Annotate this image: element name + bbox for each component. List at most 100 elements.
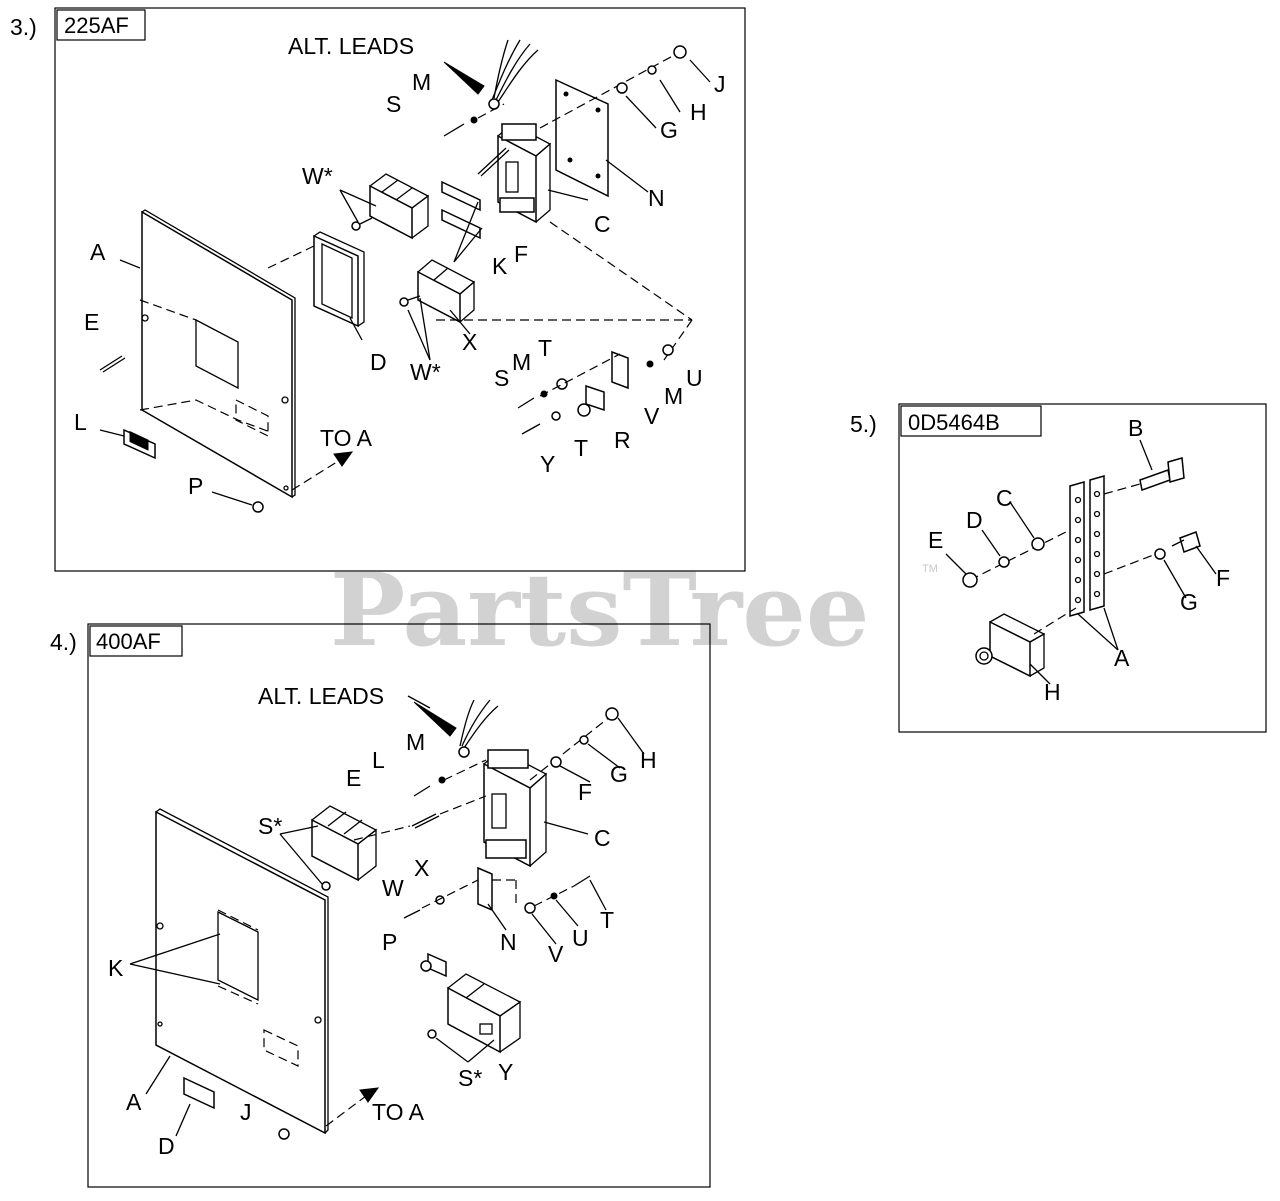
heat-sink-x	[399, 259, 476, 324]
label-a: A	[90, 239, 106, 265]
circuit-breaker-c	[497, 123, 552, 224]
panel-225af-frame	[54, 7, 746, 572]
screw-e	[99, 355, 123, 371]
label-c-400: C	[594, 825, 611, 851]
label-g-5: G	[1180, 589, 1198, 615]
label-t-400: T	[600, 907, 614, 933]
label-f-400: F	[578, 779, 592, 805]
label-m: M	[412, 69, 431, 95]
watermark: PartsTree	[330, 551, 870, 669]
lug-h	[975, 607, 1077, 678]
lower-hardware	[436, 221, 693, 435]
rating-plate	[123, 428, 156, 460]
label-g-400: G	[610, 761, 628, 787]
panel-225af-number: 3.)	[10, 14, 37, 40]
label-v: V	[644, 403, 660, 429]
label-t-bottom: T	[574, 435, 588, 461]
label-a-400: A	[126, 1089, 142, 1115]
panel-225af: 3.) 225AF	[10, 7, 746, 572]
screw-p	[211, 491, 264, 513]
hardware-tuv	[524, 875, 591, 914]
hardware-fgh	[529, 707, 619, 781]
label-d: D	[370, 349, 387, 375]
screws-elm	[353, 759, 487, 841]
label-y: Y	[540, 451, 555, 477]
label-h: H	[690, 99, 707, 125]
label-s-star-top: S*	[258, 813, 282, 839]
label-m-400: M	[406, 729, 425, 755]
circuit-breaker-c-400	[483, 749, 548, 868]
panel-225af-title: 225AF	[64, 13, 129, 38]
screw-s-top	[443, 103, 505, 137]
alt-leads-400	[413, 699, 499, 758]
panel-0d5464b-frame	[898, 403, 1267, 733]
label-r: R	[614, 427, 631, 453]
panel-0d5464b-title: 0D5464B	[908, 410, 1000, 435]
label-t-top: T	[538, 335, 552, 361]
heat-sink-y	[427, 973, 522, 1054]
bolt-b	[1103, 457, 1185, 495]
label-k: K	[492, 253, 508, 279]
label-h-5: H	[1044, 679, 1061, 705]
alt-leads	[443, 39, 539, 110]
label-m-right: M	[664, 383, 683, 409]
panel-0d5464b-number: 5.)	[850, 411, 877, 437]
panel-400af-title: 400AF	[96, 629, 161, 654]
label-p-400: P	[382, 929, 397, 955]
label-w-400: W	[382, 875, 404, 901]
hardware-edc	[962, 529, 1071, 588]
label-d-400: D	[158, 1133, 175, 1159]
screw-j	[278, 1128, 290, 1140]
label-w-star-top: W*	[302, 163, 333, 189]
cover-n	[555, 78, 609, 198]
label-l: L	[74, 409, 87, 435]
insulator-plates-k	[441, 180, 481, 240]
label-x-400: X	[414, 855, 429, 881]
label-j: J	[714, 71, 726, 97]
panel-0d5464b-title-box	[900, 405, 1042, 437]
bus-bars-a	[1069, 475, 1105, 617]
panel-400af-title-box	[89, 625, 183, 657]
label-a-5: A	[1114, 645, 1130, 671]
heat-sink-top-400	[311, 805, 378, 891]
label-m-lower: M	[512, 349, 531, 375]
label-s-star-bottom: S*	[458, 1065, 482, 1091]
label-s: S	[386, 91, 401, 117]
label-h-400: H	[640, 747, 657, 773]
label-s-lower: S	[494, 365, 509, 391]
label-u: U	[686, 365, 703, 391]
lug-p	[420, 952, 447, 978]
label-w-star-bottom: W*	[410, 359, 441, 385]
label-d-5: D	[966, 507, 983, 533]
rating-plate-400	[183, 1076, 215, 1110]
label-to-a: TO A	[320, 425, 373, 451]
label-p: P	[188, 473, 203, 499]
watermark-trademark: TM	[922, 563, 938, 575]
panel-400af: 4.) 400AF	[50, 623, 711, 1188]
label-n-400: N	[500, 929, 517, 955]
label-f: F	[514, 241, 528, 267]
label-to-a-400: TO A	[372, 1099, 425, 1125]
label-g: G	[660, 117, 678, 143]
leader-lines-225af	[99, 59, 711, 437]
mounting-frame-d	[267, 231, 365, 328]
back-plate	[139, 209, 296, 499]
label-alt-leads: ALT. LEADS	[288, 33, 414, 59]
label-e-5: E	[928, 527, 943, 553]
label-f-5: F	[1216, 565, 1230, 591]
label-l-400: L	[372, 747, 385, 773]
panel-225af-title-box	[56, 9, 146, 41]
label-b-5: B	[1128, 415, 1143, 441]
screw-f	[477, 147, 507, 175]
panel-0d5464b: 5.) 0D5464B	[850, 403, 1267, 733]
heat-sink-top	[351, 173, 430, 240]
panel-400af-number: 4.)	[50, 629, 77, 655]
label-k-400: K	[108, 955, 124, 981]
label-u-400: U	[572, 925, 589, 951]
leader-lines-0d5464b	[945, 439, 1217, 685]
label-alt-leads-400: ALT. LEADS	[258, 683, 384, 709]
label-e-400: E	[346, 765, 361, 791]
label-n: N	[648, 185, 665, 211]
label-j-400: J	[240, 1099, 252, 1125]
